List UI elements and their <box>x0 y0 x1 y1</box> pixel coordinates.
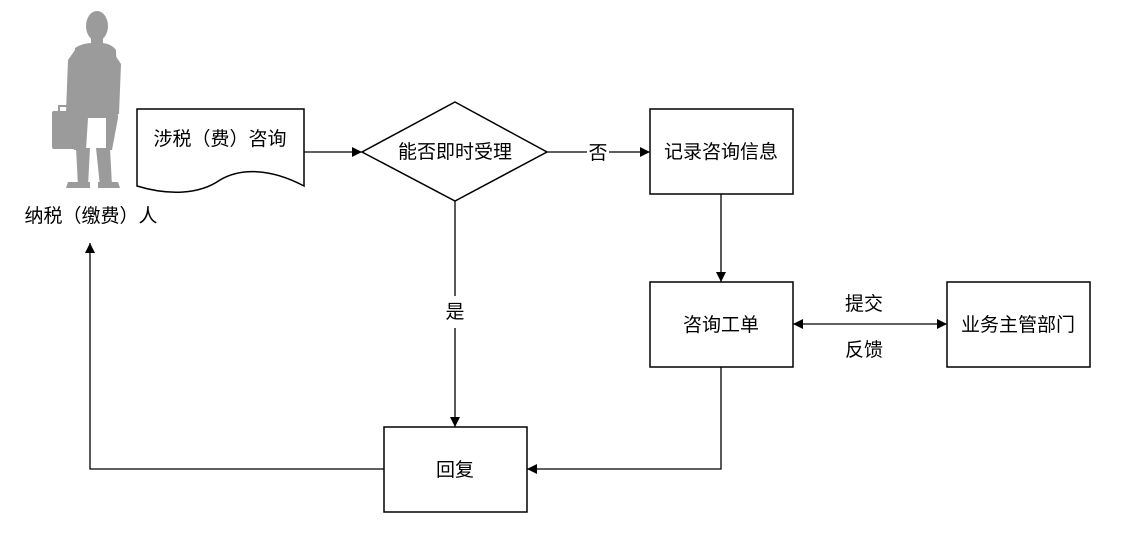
decision-node: 能否即时受理 <box>360 101 549 202</box>
edge-label-submit: 提交 <box>845 293 883 315</box>
decision-label: 能否即时受理 <box>398 141 512 163</box>
consult-ticket-node: 咨询工单 <box>649 281 794 368</box>
reply-label: 回复 <box>436 459 474 481</box>
edge-reply-to-actor <box>85 243 384 470</box>
edge-label-yes: 是 <box>445 301 464 323</box>
department-node: 业务主管部门 <box>946 281 1091 368</box>
reply-node: 回复 <box>383 426 528 513</box>
record-info-label: 记录咨询信息 <box>664 141 778 163</box>
record-info-node: 记录咨询信息 <box>649 108 794 195</box>
consult-document-label: 涉税（费）咨询 <box>153 128 286 150</box>
department-label: 业务主管部门 <box>961 314 1075 336</box>
consult-ticket-label: 咨询工单 <box>683 314 759 336</box>
actor-label: 纳税（缴费）人 <box>24 205 157 227</box>
businessman-icon <box>52 11 121 188</box>
edge-label-no: 否 <box>588 142 607 164</box>
edge-ticket-to-reply <box>527 367 722 474</box>
consult-document-node: 涉税（费）咨询 <box>136 108 305 193</box>
edge-label-feedback: 反馈 <box>845 339 883 361</box>
